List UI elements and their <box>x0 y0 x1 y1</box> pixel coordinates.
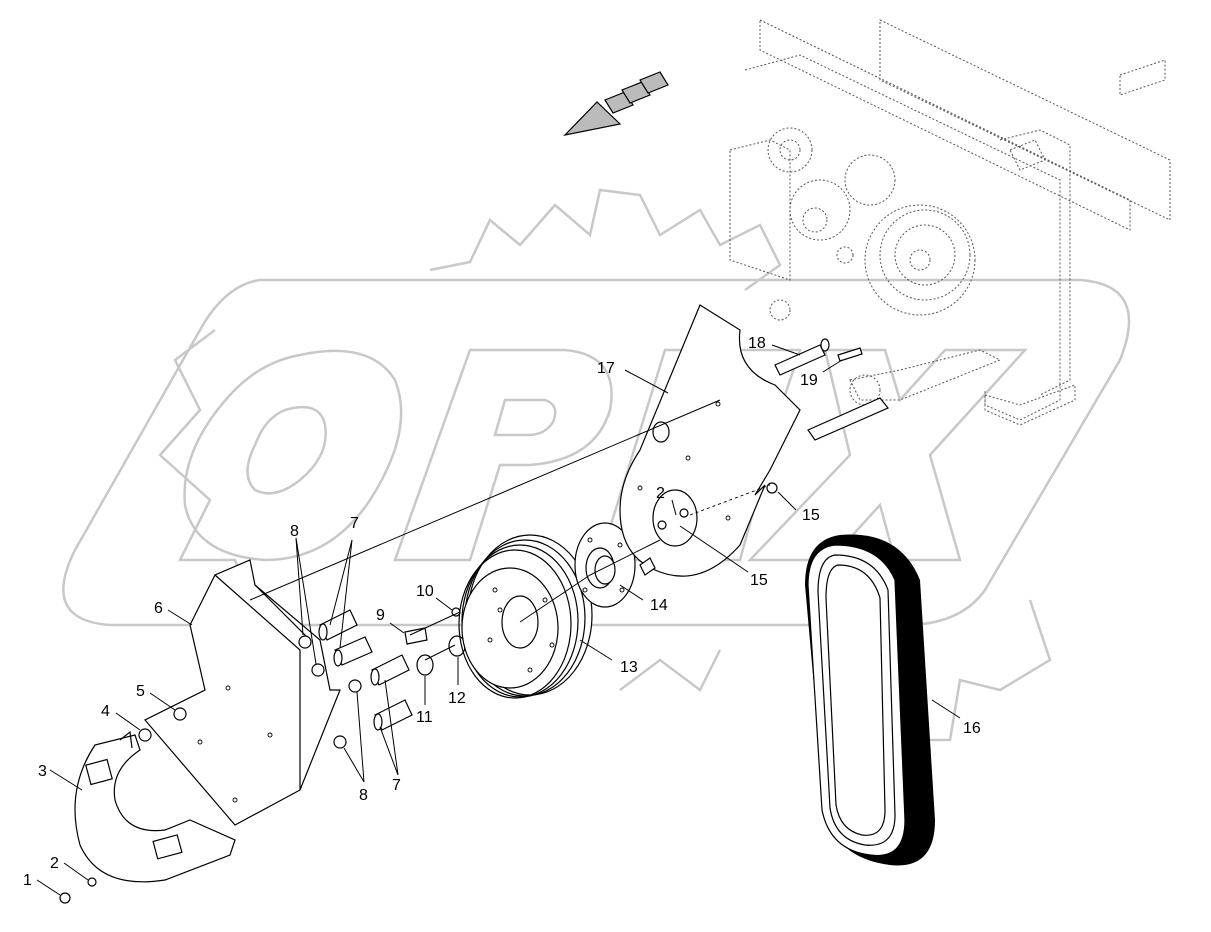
nut-part-4 <box>138 728 152 742</box>
watermark-letter-p <box>393 348 613 562</box>
callout-10: 10 <box>416 583 434 600</box>
bolt-part-18 <box>774 344 826 376</box>
nut-part-1 <box>59 892 71 904</box>
callout-8a: 8 <box>290 523 299 540</box>
spacer-4 <box>373 699 413 731</box>
parts-bolt-pin <box>774 338 889 441</box>
direction-arrow <box>563 71 669 136</box>
callout-6: 6 <box>154 600 163 617</box>
nut-1 <box>298 635 312 649</box>
part-hub-flange <box>574 522 636 608</box>
callout-14: 14 <box>650 597 668 614</box>
callout-3: 3 <box>38 763 47 780</box>
callout-5: 5 <box>136 683 145 700</box>
callout-4: 4 <box>101 703 110 720</box>
assembly-axis <box>249 399 771 661</box>
callout-16: 16 <box>963 720 981 737</box>
pin-part-19 <box>837 347 863 362</box>
callout-7b: 7 <box>392 777 401 794</box>
callout-2b: 2 <box>656 485 665 502</box>
callout-19: 19 <box>800 372 818 389</box>
callout-2a: 2 <box>50 855 59 872</box>
part-pulley <box>458 534 593 699</box>
watermark-letter-o <box>183 349 403 562</box>
callout-labels: 1 2 2 3 4 5 6 7 7 8 8 9 10 11 12 13 14 1… <box>23 335 981 889</box>
part-bracket <box>144 559 341 826</box>
leader-lines <box>36 344 961 896</box>
small-hardware <box>59 607 466 904</box>
spacer-1 <box>318 609 358 641</box>
nut-2 <box>311 663 325 677</box>
callout-15b: 15 <box>802 507 820 524</box>
callout-1: 1 <box>23 872 32 889</box>
ring-part-11 <box>416 654 434 676</box>
spacer-2 <box>333 636 373 667</box>
part-cover-curved <box>74 730 236 883</box>
nut-4 <box>333 735 347 749</box>
callout-18: 18 <box>748 335 766 352</box>
callout-11: 11 <box>416 709 433 726</box>
callout-9: 9 <box>376 607 385 624</box>
callout-12: 12 <box>448 690 466 707</box>
callout-8b: 8 <box>359 787 368 804</box>
callout-15a: 15 <box>750 572 768 589</box>
callout-7a: 7 <box>350 515 359 532</box>
part-mounting-plate <box>619 304 801 577</box>
nut-3 <box>348 679 362 693</box>
watermark-letter-x <box>747 348 1028 562</box>
part-belt <box>805 534 935 866</box>
callout-17: 17 <box>597 360 615 377</box>
nut-part-5 <box>173 707 187 721</box>
callout-13: 13 <box>620 659 638 676</box>
bolt-part-9 <box>404 627 428 645</box>
spacer-set <box>298 609 413 749</box>
spacer-3 <box>370 654 410 686</box>
washer-part-2 <box>87 877 97 887</box>
machine-frame <box>729 19 1171 426</box>
